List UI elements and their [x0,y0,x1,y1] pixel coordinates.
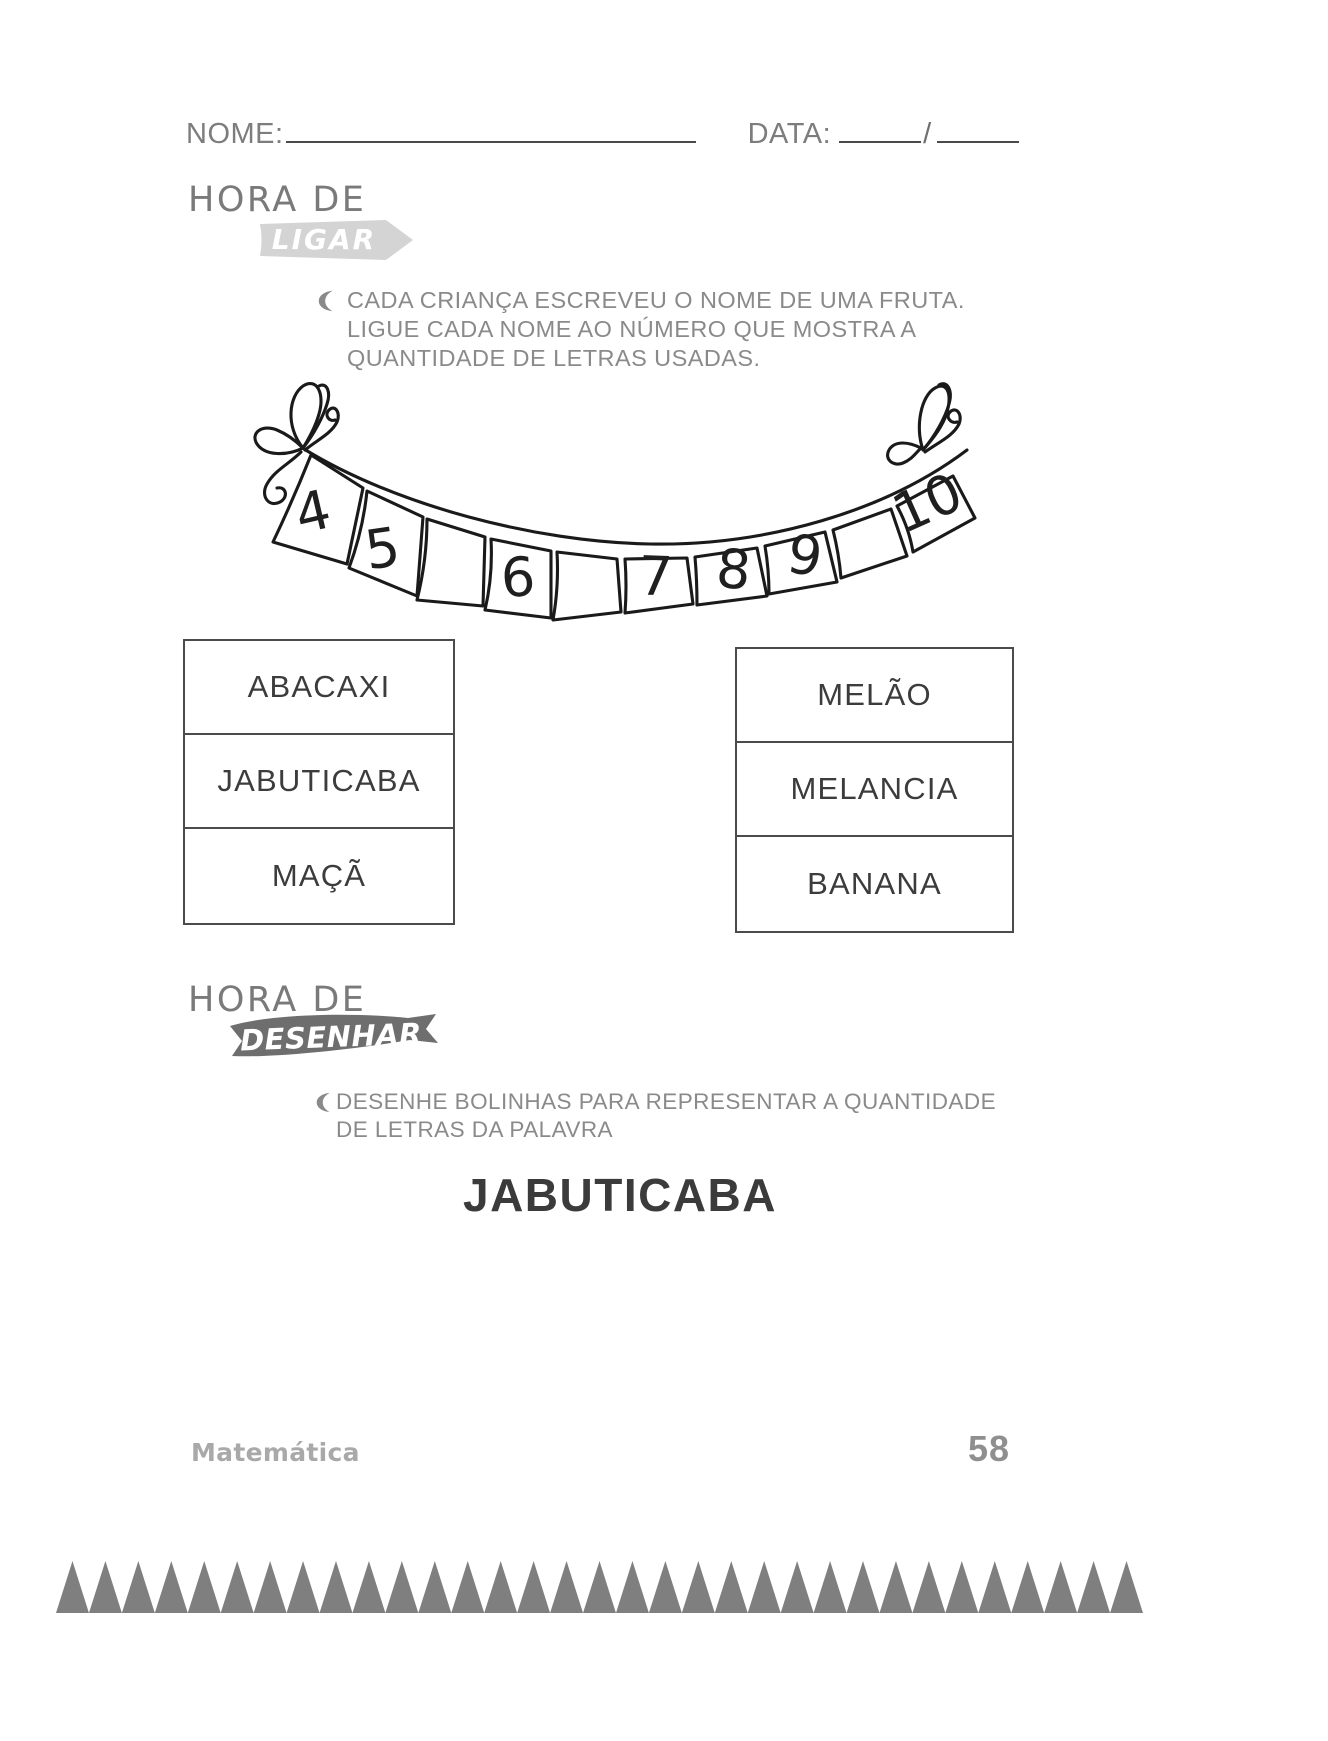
footer-page-number: 58 [967,1428,1010,1469]
crescent-bullet-icon [318,290,335,317]
date-month-line[interactable] [937,119,1020,143]
word-box[interactable]: MELÃO [737,649,1012,743]
bunting-number: 6 [499,545,537,610]
ligar-banner-label: LIGAR [271,222,377,256]
word-column-right: MELÃO MELANCIA BANANA [735,647,1014,933]
instruction-1: CADA CRIANÇA ESCREVEU O NOME DE UMA FRUT… [318,286,1018,373]
name-date-row: NOME: DATA: / [186,118,1146,151]
crescent-bullet-icon [316,1092,332,1118]
section-1-kicker: HORA DE [188,180,367,220]
date-day-line[interactable] [839,119,922,143]
bunting-number: 7 [637,544,674,608]
date-separator: / [923,118,932,150]
name-write-line[interactable] [285,119,696,143]
desenhar-banner-label: DESENHAR [239,1016,423,1058]
name-label: NOME: [186,118,284,150]
bunting-number: 8 [714,537,754,603]
number-bunting: 4 5 6 7 8 9 10 [245,360,977,625]
footer-subject: Matemática [191,1438,360,1467]
instruction-1-text: CADA CRIANÇA ESCREVEU O NOME DE UMA FRUT… [347,287,965,371]
ligar-banner: LIGAR [258,218,418,262]
word-column-left: ABACAXI JABUTICABA MAÇÃ [183,639,455,925]
date-label: DATA: [747,118,832,150]
word-box[interactable]: ABACAXI [185,641,453,735]
target-word: JABUTICABA [463,1169,777,1221]
sawtooth-border [56,1561,1143,1613]
instruction-2-text: DESENHE BOLINHAS PARA REPRESENTAR A QUAN… [336,1089,997,1142]
word-box[interactable]: MELANCIA [737,743,1012,837]
word-box[interactable]: BANANA [807,866,942,901]
desenhar-banner: DESENHAR [230,1012,440,1062]
word-box[interactable]: MAÇÃ [271,858,367,893]
section-2-kicker: HORA DE [188,980,367,1020]
instruction-2: DESENHE BOLINHAS PARA REPRESENTAR A QUAN… [316,1088,1016,1144]
word-box[interactable]: JABUTICABA [185,735,453,829]
